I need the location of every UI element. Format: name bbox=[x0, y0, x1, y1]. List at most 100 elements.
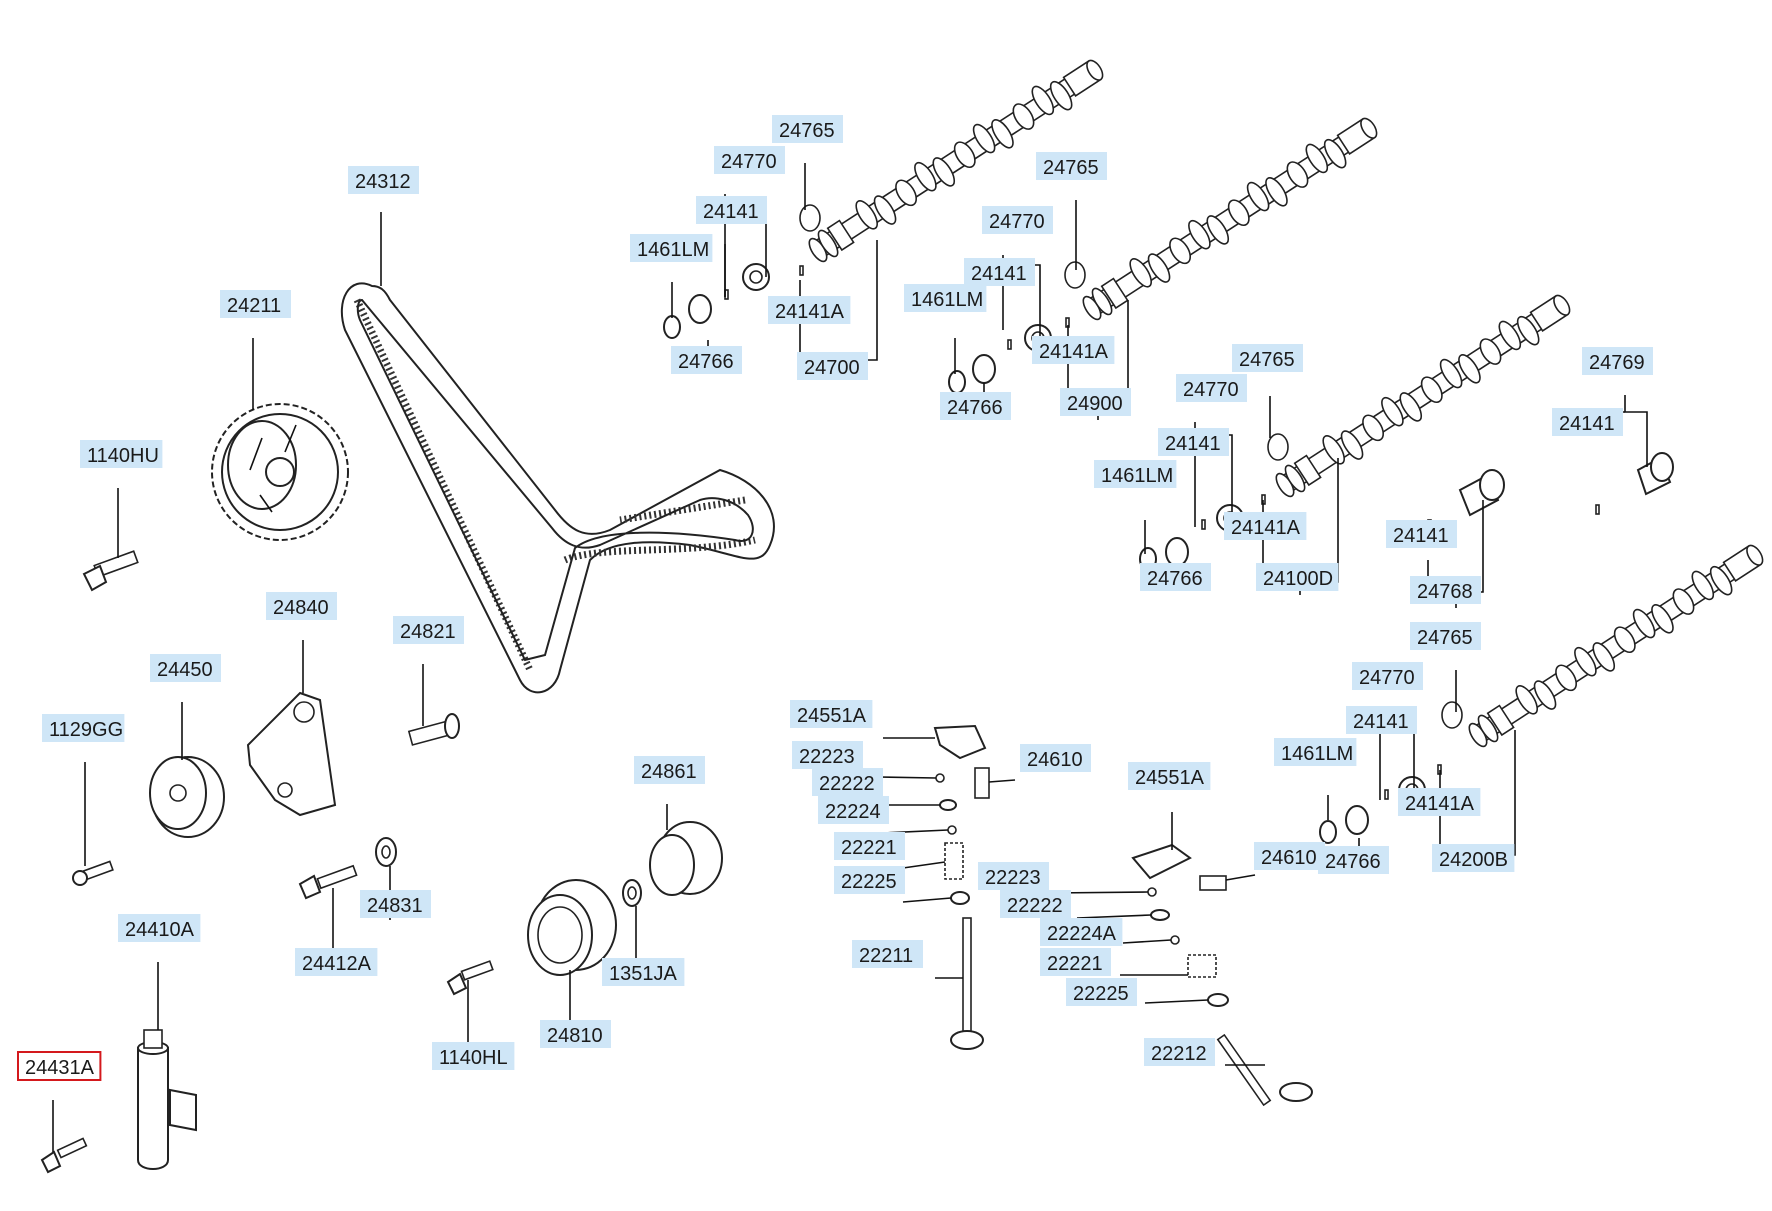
part-label-22223[interactable]: 22223 bbox=[978, 862, 1049, 890]
part-label-24450[interactable]: 24450 bbox=[150, 654, 221, 682]
part-label-bg bbox=[42, 714, 125, 742]
part-label-bg bbox=[540, 1020, 611, 1048]
part-label-bg bbox=[1432, 844, 1515, 872]
part-label-22222[interactable]: 22222 bbox=[1000, 890, 1071, 918]
part-label-24770[interactable]: 24770 bbox=[982, 206, 1053, 234]
part-label-24766[interactable]: 24766 bbox=[1318, 846, 1389, 874]
part-number-text: 1129GG bbox=[49, 719, 123, 741]
part-label-24766[interactable]: 24766 bbox=[940, 392, 1011, 420]
part-number-text: 1461LM bbox=[1101, 465, 1173, 487]
part-label-24770[interactable]: 24770 bbox=[1352, 662, 1423, 690]
part-number-text: 24765 bbox=[1417, 627, 1473, 649]
part-label-1351ja[interactable]: 1351JA bbox=[602, 958, 685, 986]
part-label-24141[interactable]: 24141 bbox=[1346, 706, 1417, 734]
part-label-22221[interactable]: 22221 bbox=[1040, 948, 1111, 976]
part-label-24770[interactable]: 24770 bbox=[714, 146, 785, 174]
part-label-24141[interactable]: 24141 bbox=[1158, 428, 1229, 456]
part-label-bg bbox=[1066, 978, 1137, 1006]
part-label-bg bbox=[1410, 622, 1481, 650]
part-label-22224[interactable]: 22224 bbox=[818, 796, 889, 824]
part-label-24100d[interactable]: 24100D bbox=[1256, 563, 1339, 591]
part-label-24141[interactable]: 24141 bbox=[1552, 408, 1623, 436]
part-label-bg bbox=[696, 196, 767, 224]
part-number-text: 24410A bbox=[125, 919, 195, 941]
part-number-text: 22221 bbox=[1047, 953, 1103, 975]
part-label-24141a[interactable]: 24141A bbox=[1398, 788, 1481, 816]
part-label-24410a[interactable]: 24410A bbox=[118, 914, 201, 942]
part-label-22223[interactable]: 22223 bbox=[792, 741, 863, 769]
part-label-1461lm[interactable]: 1461LM bbox=[1274, 738, 1357, 766]
part-label-1140hl[interactable]: 1140HL bbox=[432, 1042, 515, 1070]
part-label-22212[interactable]: 22212 bbox=[1144, 1038, 1215, 1066]
part-label-24766[interactable]: 24766 bbox=[671, 346, 742, 374]
part-label-24765[interactable]: 24765 bbox=[1036, 152, 1107, 180]
part-label-1461lm[interactable]: 1461LM bbox=[1094, 460, 1177, 488]
part-label-bg bbox=[80, 440, 163, 468]
part-number-text: 24770 bbox=[1183, 379, 1239, 401]
part-label-24141a[interactable]: 24141A bbox=[1224, 512, 1307, 540]
part-label-24141[interactable]: 24141 bbox=[696, 196, 767, 224]
part-label-22211[interactable]: 22211 bbox=[852, 940, 923, 968]
part-number-text: 1461LM bbox=[911, 289, 983, 311]
part-label-1129gg[interactable]: 1129GG bbox=[42, 714, 125, 742]
part-label-24141a[interactable]: 24141A bbox=[1032, 336, 1115, 364]
part-label-bg bbox=[220, 290, 291, 318]
part-number-text: 24766 bbox=[1325, 851, 1381, 873]
part-label-bg bbox=[1552, 408, 1623, 436]
part-label-bg bbox=[714, 146, 785, 174]
part-label-24551a[interactable]: 24551A bbox=[1128, 762, 1211, 790]
part-label-bg bbox=[1158, 428, 1229, 456]
part-label-24900[interactable]: 24900 bbox=[1060, 388, 1131, 416]
part-number-text: 24766 bbox=[947, 397, 1003, 419]
part-label-24141a[interactable]: 24141A bbox=[768, 296, 851, 324]
part-label-bg bbox=[1256, 563, 1339, 591]
part-label-22225[interactable]: 22225 bbox=[834, 866, 905, 894]
part-label-bg bbox=[17, 1051, 102, 1081]
part-label-24765[interactable]: 24765 bbox=[772, 115, 843, 143]
part-label-22221[interactable]: 22221 bbox=[834, 832, 905, 860]
part-label-bg bbox=[904, 284, 987, 312]
part-label-bg bbox=[1410, 576, 1481, 604]
part-label-24831[interactable]: 24831 bbox=[360, 890, 431, 918]
part-label-24312[interactable]: 24312 bbox=[348, 166, 419, 194]
part-number-text: 24810 bbox=[547, 1025, 603, 1047]
bolt-24431A bbox=[40, 1137, 88, 1174]
part-label-24861[interactable]: 24861 bbox=[634, 756, 705, 784]
part-label-24412a[interactable]: 24412A bbox=[295, 948, 378, 976]
part-label-24840[interactable]: 24840 bbox=[266, 592, 337, 620]
part-number-text: 1140HU bbox=[87, 445, 159, 467]
part-label-24769[interactable]: 24769 bbox=[1582, 347, 1653, 375]
part-label-bg bbox=[1318, 846, 1389, 874]
part-label-22222[interactable]: 22222 bbox=[812, 768, 883, 796]
part-label-24141[interactable]: 24141 bbox=[964, 258, 1035, 286]
part-label-bg bbox=[671, 346, 742, 374]
part-label-22224a[interactable]: 22224A bbox=[1040, 918, 1123, 946]
part-label-24768[interactable]: 24768 bbox=[1410, 576, 1481, 604]
part-label-24766[interactable]: 24766 bbox=[1140, 563, 1211, 591]
part-number-text: 24141 bbox=[1559, 413, 1615, 435]
part-label-24765[interactable]: 24765 bbox=[1232, 344, 1303, 372]
bolt-1140HU bbox=[82, 550, 139, 592]
part-label-24551a[interactable]: 24551A bbox=[790, 700, 873, 728]
part-number-text: 1461LM bbox=[1281, 743, 1353, 765]
part-label-1140hu[interactable]: 1140HU bbox=[80, 440, 163, 468]
part-label-24610[interactable]: 24610 bbox=[1020, 744, 1091, 772]
part-label-22225[interactable]: 22225 bbox=[1066, 978, 1137, 1006]
part-number-text: 24141A bbox=[1231, 517, 1301, 539]
part-number-text: 24551A bbox=[797, 705, 867, 727]
part-label-24200b[interactable]: 24200B bbox=[1432, 844, 1515, 872]
part-label-24211[interactable]: 24211 bbox=[220, 290, 291, 318]
part-label-24770[interactable]: 24770 bbox=[1176, 374, 1247, 402]
part-label-bg bbox=[1176, 374, 1247, 402]
part-label-1461lm[interactable]: 1461LM bbox=[630, 234, 713, 262]
part-label-24810[interactable]: 24810 bbox=[540, 1020, 611, 1048]
part-label-24700[interactable]: 24700 bbox=[797, 352, 868, 380]
part-label-24141[interactable]: 24141 bbox=[1386, 520, 1457, 548]
part-label-1461lm[interactable]: 1461LM bbox=[904, 284, 987, 312]
part-label-24610[interactable]: 24610 bbox=[1254, 842, 1325, 870]
part-label-24431a[interactable]: 24431A bbox=[17, 1051, 102, 1081]
part-number-text: 1351JA bbox=[609, 963, 677, 985]
part-label-24765[interactable]: 24765 bbox=[1410, 622, 1481, 650]
part-label-24821[interactable]: 24821 bbox=[393, 616, 464, 644]
part-number-text: 24412A bbox=[302, 953, 372, 975]
